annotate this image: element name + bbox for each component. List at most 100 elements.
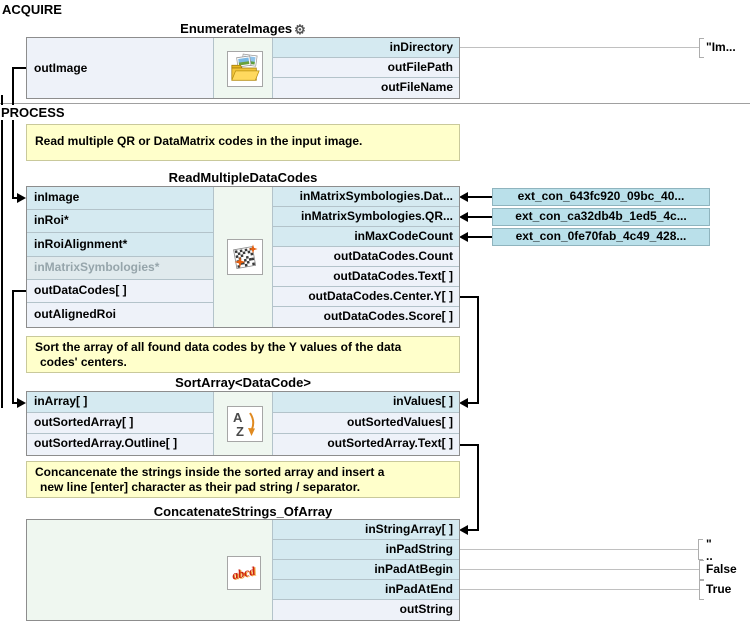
connection-arrowhead xyxy=(459,398,468,408)
filter-title-readmultipledatacodes[interactable]: ReadMultipleDataCodes xyxy=(26,170,460,185)
port-inmaxcodecount[interactable]: inMaxCodeCount xyxy=(273,227,459,247)
connection-arrowhead xyxy=(459,212,468,222)
value-bracket xyxy=(699,560,704,580)
value-bracket xyxy=(699,38,704,58)
section-left-border xyxy=(1,95,3,408)
connection-arrowhead xyxy=(459,232,468,242)
constant-indirectory-value[interactable]: "Im... xyxy=(706,40,736,54)
filter-title-text: ReadMultipleDataCodes xyxy=(168,170,318,185)
connection-sortedtext-instringarray[interactable] xyxy=(459,444,479,446)
comment-read-codes[interactable]: Read multiple QR or DataMatrix codes in … xyxy=(26,124,460,161)
pad-string-quote: " xyxy=(706,537,712,551)
filter-title-sortarray[interactable]: SortArray<DataCode> xyxy=(26,375,460,390)
port-inpadstring[interactable]: inPadString xyxy=(273,540,459,560)
port-outalignedroi[interactable]: outAlignedRoi xyxy=(27,303,213,327)
filter-title-text: ConcatenateStrings_OfArray xyxy=(153,504,333,519)
link-inpadstring-value xyxy=(460,549,698,550)
port-outsortedarray[interactable]: outSortedArray[ ] xyxy=(27,413,213,434)
filter-title-enumerateimages[interactable]: EnumerateImages⚙ xyxy=(26,21,460,38)
port-inmatrixsymbologies[interactable]: inMatrixSymbologies* xyxy=(27,257,213,280)
port-outdatacodes-centery[interactable]: outDataCodes.Center.Y[ ] xyxy=(273,287,459,307)
filter-block-concatenatestrings[interactable]: abcd inStringArray[ ] inPadString inPadA… xyxy=(26,519,460,621)
port-outdatacodes-count[interactable]: outDataCodes.Count xyxy=(273,247,459,267)
filter-title-text: SortArray<DataCode> xyxy=(175,375,311,390)
section-label-acquire: ACQUIRE xyxy=(2,2,65,17)
external-input-3[interactable]: ext_con_0fe70fab_4c49_428... xyxy=(492,228,710,246)
external-input-1[interactable]: ext_con_643fc920_09bc_40... xyxy=(492,188,710,206)
svg-text:Z: Z xyxy=(236,424,244,439)
connection-centery-invalues[interactable] xyxy=(477,296,479,404)
port-inpadatend[interactable]: inPadAtEnd xyxy=(273,580,459,600)
port-inpadatbegin[interactable]: inPadAtBegin xyxy=(273,560,459,580)
port-indirectory[interactable]: inDirectory xyxy=(273,38,459,58)
icon-column: A Z xyxy=(213,392,273,455)
comment-sort[interactable]: Sort the array of all found data codes b… xyxy=(26,336,460,373)
port-instringarray[interactable]: inStringArray[ ] xyxy=(273,520,459,540)
comment-text: Concancenate the strings inside the sort… xyxy=(35,465,385,479)
port-inmatrixsymbologies-dat[interactable]: inMatrixSymbologies.Dat... xyxy=(273,187,459,207)
comment-text: codes' centers. xyxy=(40,355,127,369)
comment-text: Read multiple QR or DataMatrix codes in … xyxy=(35,134,363,148)
connection-sortedtext-instringarray[interactable] xyxy=(477,444,479,531)
connection-outimage-inimage[interactable] xyxy=(12,67,27,69)
port-outdatacodes-score[interactable]: outDataCodes.Score[ ] xyxy=(273,307,459,327)
right-port-column: inStringArray[ ] inPadString inPadAtBegi… xyxy=(273,520,459,620)
port-outdatacodes-text[interactable]: outDataCodes.Text[ ] xyxy=(273,267,459,287)
port-inmatrixsymbologies-qr[interactable]: inMatrixSymbologies.QR... xyxy=(273,207,459,227)
filter-block-enumerateimages[interactable]: outImage xyxy=(26,37,460,99)
connection-ext2[interactable] xyxy=(467,216,493,218)
right-port-column: inMatrixSymbologies.Dat... inMatrixSymbo… xyxy=(273,187,459,327)
connection-outimage-inimage[interactable] xyxy=(12,67,14,199)
right-port-column: inDirectory outFilePath outFileName xyxy=(273,38,459,98)
left-port-column: inArray[ ] outSortedArray[ ] outSortedAr… xyxy=(27,392,213,455)
external-input-2[interactable]: ext_con_ca32db4b_1ed5_4c... xyxy=(492,208,710,226)
section-divider xyxy=(0,103,750,104)
connection-ext1[interactable] xyxy=(467,196,493,198)
connection-centery-invalues[interactable] xyxy=(467,402,478,404)
connection-outdatacodes-inarray[interactable] xyxy=(12,402,18,404)
constant-inpadatbegin-value[interactable]: False xyxy=(706,562,737,576)
connection-outimage-inimage[interactable] xyxy=(12,197,18,199)
connection-outdatacodes-inarray[interactable] xyxy=(12,290,27,292)
port-inimage[interactable]: inImage xyxy=(27,187,213,210)
link-indirectory-value xyxy=(460,47,699,48)
value-bracket xyxy=(698,539,703,560)
constant-inpadstring-value[interactable]: " .. xyxy=(706,538,713,562)
port-invalues[interactable]: inValues[ ] xyxy=(273,392,459,413)
port-outfilename[interactable]: outFileName xyxy=(273,78,459,98)
port-inroialignment[interactable]: inRoiAlignment* xyxy=(27,233,213,257)
section-label-process: PROCESS xyxy=(1,105,68,120)
pad-string-dots: .. xyxy=(706,549,713,563)
port-outdatacodes[interactable]: outDataCodes[ ] xyxy=(27,280,213,303)
connection-centery-invalues[interactable] xyxy=(459,296,479,298)
port-outstring[interactable]: outString xyxy=(273,600,459,620)
port-inarray[interactable]: inArray[ ] xyxy=(27,392,213,413)
comment-text: Sort the array of all found data codes b… xyxy=(35,340,402,354)
filter-block-sortarray[interactable]: inArray[ ] outSortedArray[ ] outSortedAr… xyxy=(26,391,460,456)
gear-icon[interactable]: ⚙ xyxy=(294,22,306,37)
connection-ext3[interactable] xyxy=(467,236,493,238)
constant-inpadatend-value[interactable]: True xyxy=(706,582,732,596)
connection-sortedtext-instringarray[interactable] xyxy=(467,529,478,531)
port-inroi[interactable]: inRoi* xyxy=(27,210,213,233)
port-outsortedarray-outline[interactable]: outSortedArray.Outline[ ] xyxy=(27,434,213,455)
port-outsortedvalues[interactable]: outSortedValues[ ] xyxy=(273,413,459,434)
link-inpadatbegin-value xyxy=(460,569,699,570)
datamatrix-icon xyxy=(227,239,263,275)
link-inpadatend-value xyxy=(460,589,699,590)
port-outfilepath[interactable]: outFilePath xyxy=(273,58,459,78)
connection-outdatacodes-inarray[interactable] xyxy=(12,290,14,403)
left-port-column: outImage xyxy=(27,38,213,98)
port-outimage[interactable]: outImage xyxy=(27,38,213,98)
connection-arrowhead xyxy=(17,398,26,408)
port-outsortedarray-text[interactable]: outSortedArray.Text[ ] xyxy=(273,434,459,455)
connection-arrowhead xyxy=(459,192,468,202)
comment-concatenate[interactable]: Concancenate the strings inside the sort… xyxy=(26,461,460,498)
right-port-column: inValues[ ] outSortedValues[ ] outSorted… xyxy=(273,392,459,455)
icon-column: abcd xyxy=(27,520,273,620)
filter-title-concatenatestrings[interactable]: ConcatenateStrings_OfArray xyxy=(26,504,460,519)
filter-block-readmultipledatacodes[interactable]: inImage inRoi* inRoiAlignment* inMatrixS… xyxy=(26,186,460,328)
value-bracket xyxy=(699,580,704,600)
sort-az-icon: A Z xyxy=(227,406,263,442)
